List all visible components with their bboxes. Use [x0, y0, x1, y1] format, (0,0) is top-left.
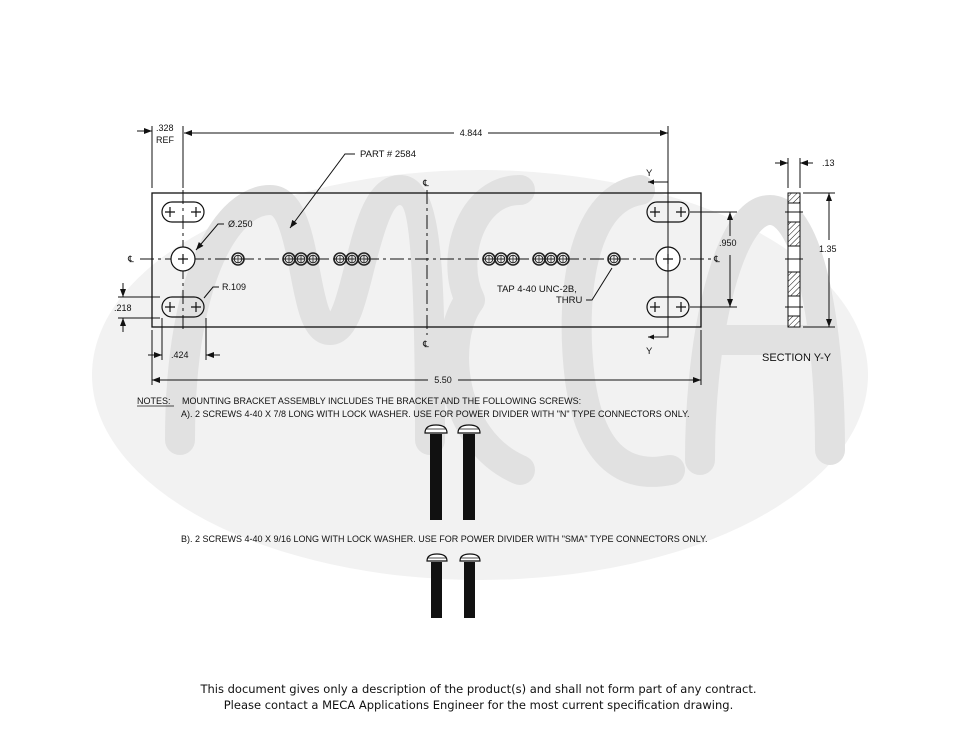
centerline-symbol-top: ℄: [422, 178, 429, 188]
notes-intro: MOUNTING BRACKET ASSEMBLY INCLUDES THE B…: [182, 396, 581, 406]
centerline-symbol-bottom: ℄: [422, 339, 429, 349]
svg-text:THRU: THRU: [556, 295, 583, 306]
svg-text:REF: REF: [156, 135, 175, 145]
dimension-slot-height: .218: [114, 283, 160, 332]
disclaimer: This document gives only a description o…: [0, 681, 957, 713]
note-item-b: B). 2 SCREWS 4-40 X 9/16 LONG WITH LOCK …: [181, 534, 707, 544]
svg-text:.950: .950: [719, 238, 737, 248]
svg-text:.328: .328: [156, 123, 174, 133]
dimension-ref-328: .328 REF: [137, 123, 184, 188]
svg-text:.218: .218: [114, 303, 132, 313]
svg-text:Ø.250: Ø.250: [228, 219, 253, 229]
screw-short-right: [459, 553, 481, 618]
dimension-overall-length: 5.50: [151, 330, 702, 385]
section-view: .13 1.35 SECTION Y-Y: [762, 158, 837, 364]
hole-diameter-callout: Ø.250: [195, 219, 253, 251]
svg-text:.424: .424: [171, 350, 189, 360]
svg-text:Y: Y: [646, 346, 653, 357]
dimension-slot-spacing: .950: [690, 211, 737, 308]
svg-text:4.844: 4.844: [460, 128, 483, 138]
svg-text:Y: Y: [646, 168, 653, 179]
meca-watermark: [92, 170, 868, 580]
screw-long-left: [424, 424, 448, 520]
svg-text:.13: .13: [822, 158, 835, 168]
disclaimer-line-1: This document gives only a description o…: [200, 682, 757, 696]
centerline-symbol-right: ℄: [713, 254, 720, 264]
disclaimer-line-2: Please contact a MECA Applications Engin…: [223, 698, 734, 712]
slot-radius-callout: R.109: [203, 282, 246, 299]
part-number-callout: PART # 2584: [289, 149, 416, 229]
section-cut-line: Y Y: [646, 168, 669, 357]
tap-callout: TAP 4-40 UNC-2B, THRU: [497, 267, 613, 306]
screw-long-right: [457, 424, 481, 520]
svg-text:1.35: 1.35: [819, 244, 837, 254]
notes: NOTES: MOUNTING BRACKET ASSEMBLY INCLUDE…: [137, 396, 707, 544]
svg-text:PART # 2584: PART # 2584: [360, 149, 416, 160]
svg-text:TAP 4-40 UNC-2B,: TAP 4-40 UNC-2B,: [497, 284, 577, 295]
dimension-hole-spacing: 4.844: [184, 126, 669, 188]
note-item-a: A). 2 SCREWS 4-40 X 7/8 LONG WITH LOCK W…: [181, 409, 689, 419]
notes-heading: NOTES:: [137, 396, 171, 406]
section-title: SECTION Y-Y: [762, 352, 832, 364]
screw-short-left: [426, 553, 448, 618]
mounting-hole-left: [170, 246, 196, 272]
dimension-slot-width: .424: [148, 318, 220, 360]
centerline-symbol-left: ℄: [127, 254, 134, 264]
svg-text:R.109: R.109: [222, 282, 246, 292]
svg-text:5.50: 5.50: [434, 375, 452, 385]
